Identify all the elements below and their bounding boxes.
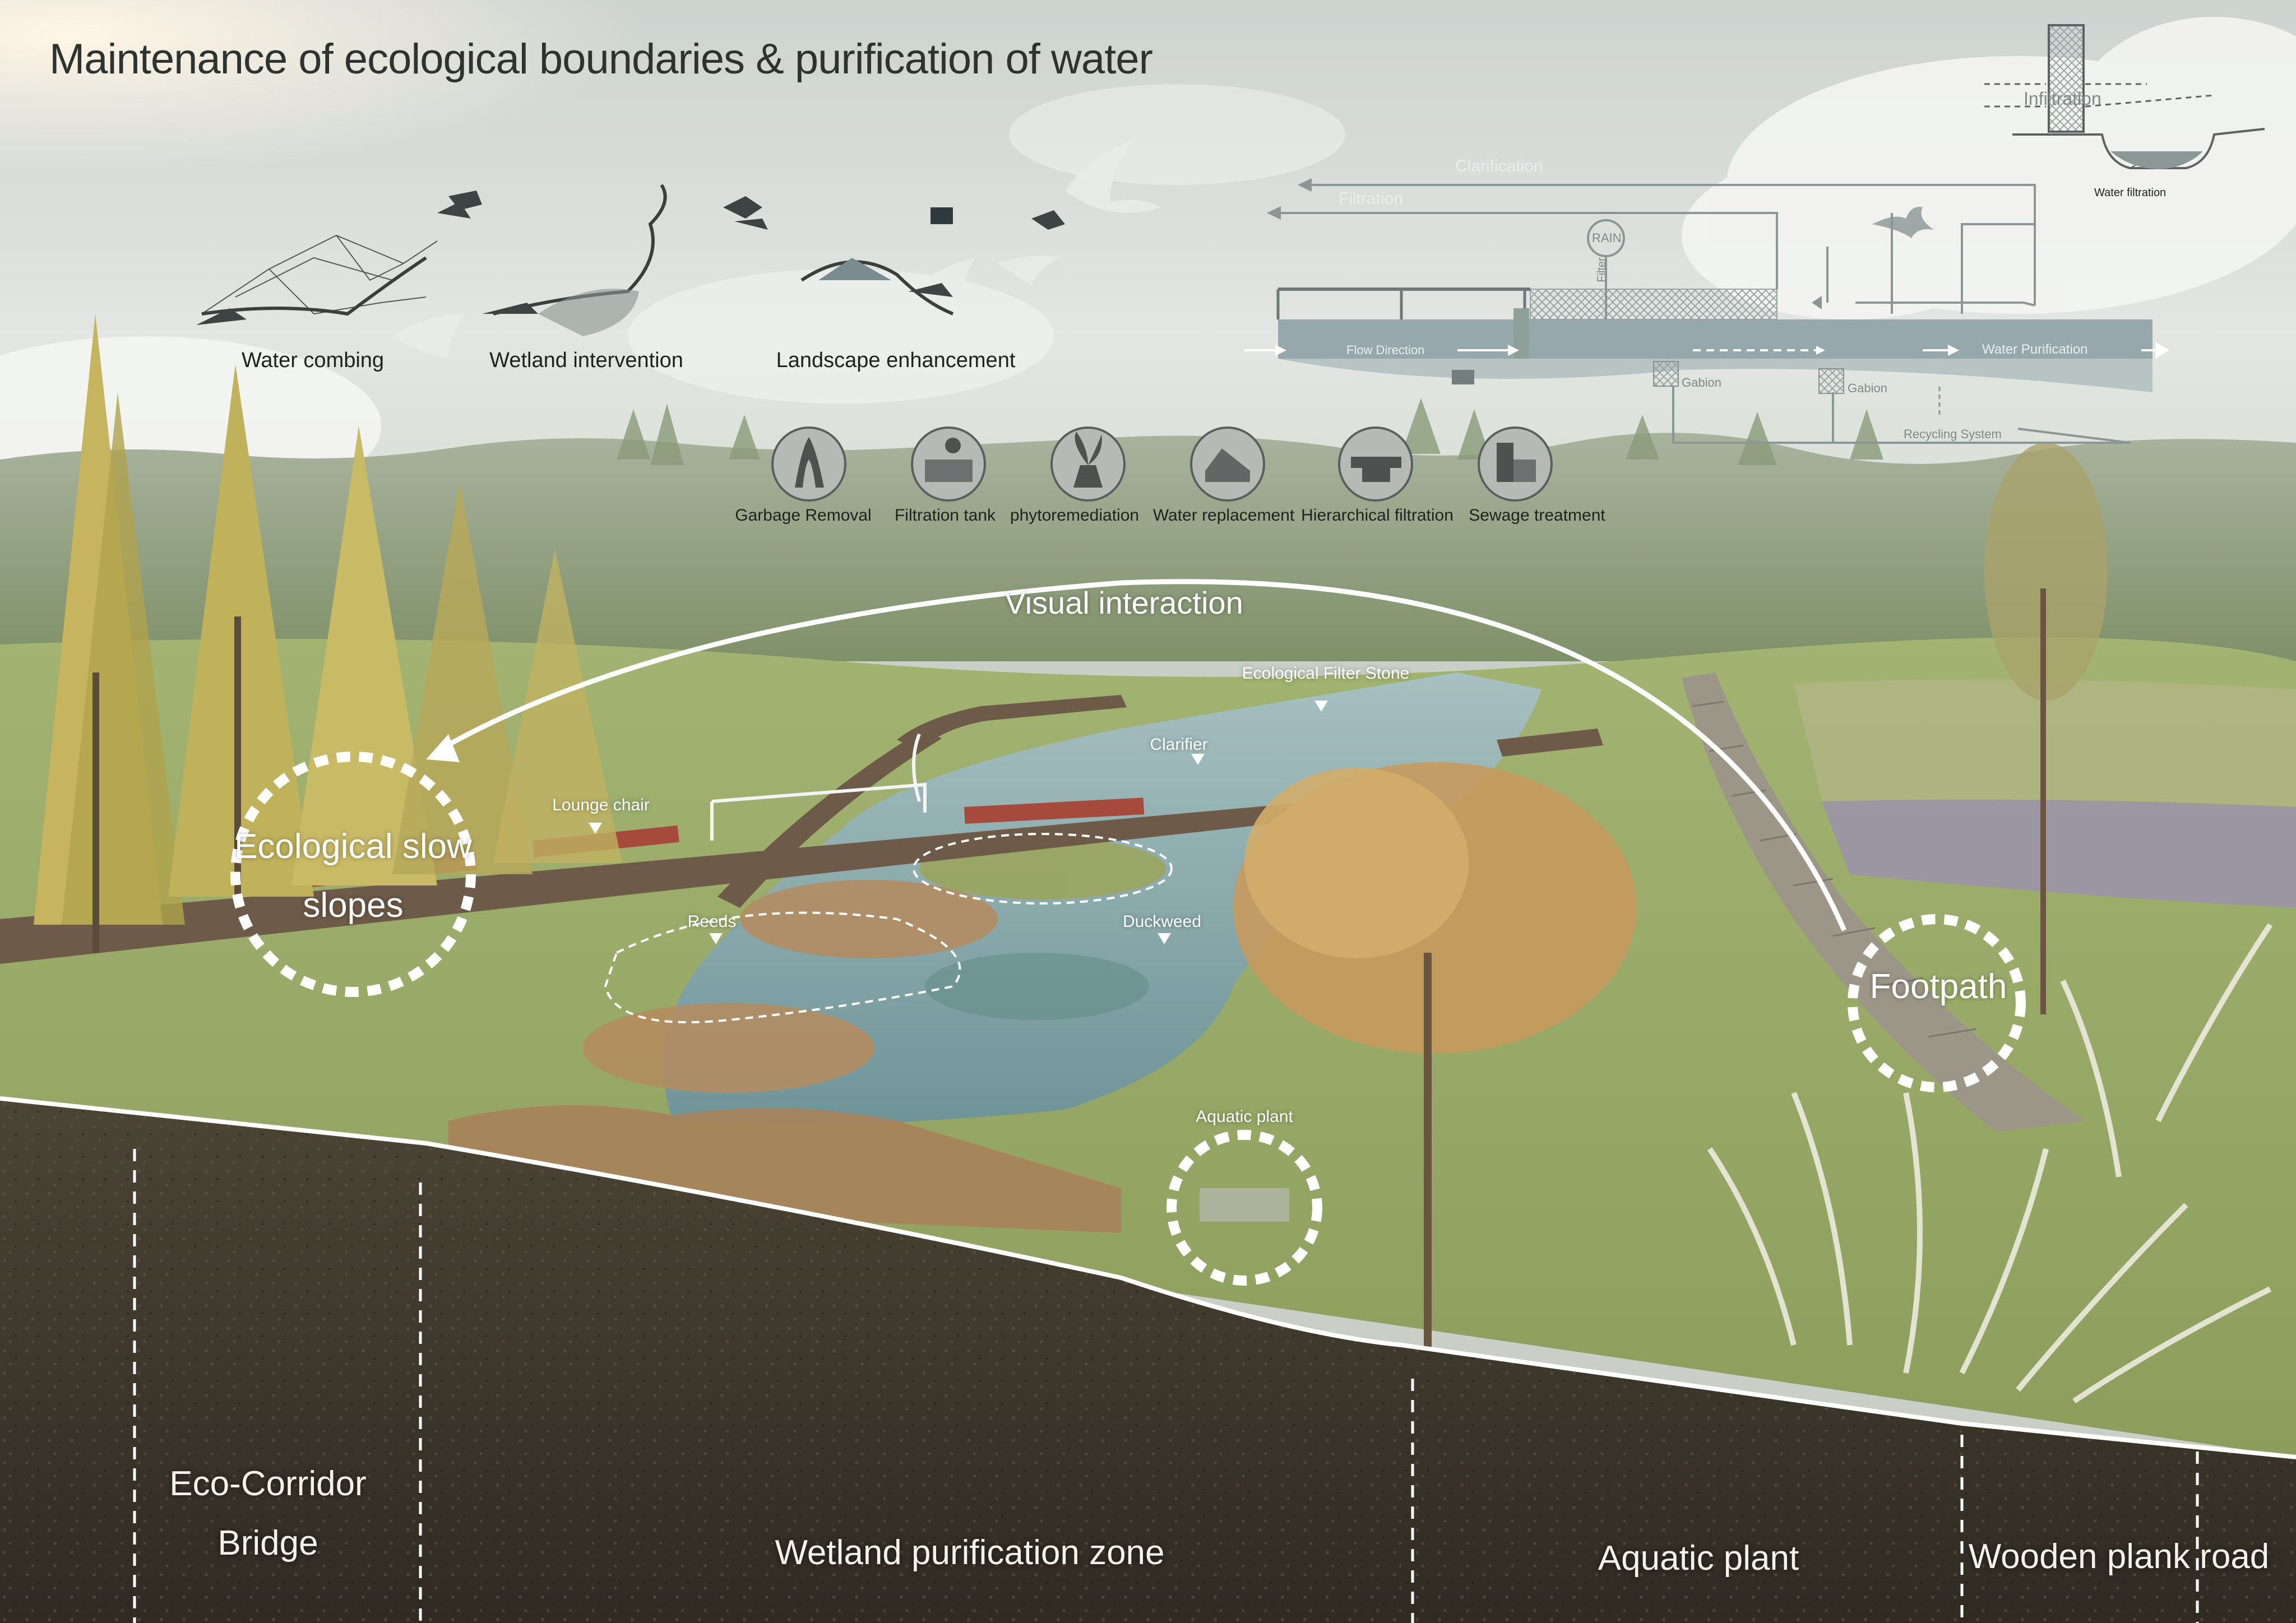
process-step-water-combing: Water combing (241, 349, 385, 372)
infiltration-label: Infiltration (2024, 89, 2101, 109)
flow-water-purification-label: Water Purification (1982, 342, 2088, 357)
pampas-grass (1707, 923, 2273, 1404)
method-hierarchical-filtration: Hierarchical filtration (1301, 506, 1453, 525)
process-step-wetland-intervention: Wetland intervention (489, 349, 683, 372)
flow-direction-label: Flow Direction (1346, 343, 1425, 357)
duckweed-label: Duckweed (1122, 912, 1202, 931)
flow-gabion-1-label: Gabion (1682, 375, 1721, 389)
birds (392, 140, 1160, 359)
visual-interaction-label: Visual interaction (1004, 585, 1243, 620)
zone-eco-corridor-line1: Eco-Corridor (169, 1464, 367, 1503)
boardwalks (0, 695, 1603, 964)
flow-clarification-label: Clarification (1455, 157, 1543, 175)
method-garbage-removal: Garbage Removal (735, 506, 872, 525)
zone-aquatic-plant: Aquatic plant (1598, 1539, 1799, 1578)
trees-left (34, 314, 622, 953)
flow-rain-label: RAIN (1592, 231, 1622, 245)
eco-slow-slopes-line2: slopes (303, 886, 404, 925)
flow-filter-label: Filter (1595, 257, 1608, 282)
page-title: Maintenance of ecological boundaries & p… (49, 35, 1153, 83)
visual-interaction-arc (436, 579, 1847, 931)
method-phytoremediation: phytoremediation (1010, 506, 1140, 525)
circle-callouts (230, 752, 2026, 1286)
reeds-label: Reeds (687, 912, 737, 931)
flow-filtration-label: Filtration (1339, 189, 1404, 208)
process-step-landscape-enhancement: Landscape enhancement (776, 349, 1016, 372)
clarifier-label: Clarifier (1150, 735, 1208, 754)
process-sketches (201, 184, 954, 316)
reed-islands (583, 838, 1166, 1093)
footpath-label: Footpath (1869, 967, 2007, 1006)
ecological-filter-stone-label: Ecological Filter Stone (1242, 664, 1410, 683)
method-sewage-treatment: Sewage treatment (1469, 506, 1605, 525)
aquatic-plant-callout-label: Aquatic plant (1196, 1107, 1293, 1126)
water-filtration-caption: Water filtration (2094, 187, 2167, 199)
method-water-replacement: Water replacement (1152, 506, 1295, 525)
zone-eco-corridor-line2: Bridge (217, 1524, 318, 1562)
flow-recycling-system-label: Recycling System (1904, 427, 2002, 441)
trees-mid (1233, 443, 2108, 1390)
zone-dividers (133, 1149, 2199, 1623)
lounge-chair-label: Lounge chair (552, 796, 650, 814)
method-filtration-tank: Filtration tank (894, 506, 996, 525)
zone-wooden-plank-road: Wooden plank road (1968, 1537, 2270, 1576)
eco-slow-slopes-line1: Ecological slow (234, 827, 472, 866)
flow-gabion-2-label: Gabion (1848, 381, 1887, 395)
flow-diagram (1244, 178, 2169, 444)
zone-wetland-purification: Wetland purification zone (775, 1533, 1165, 1572)
